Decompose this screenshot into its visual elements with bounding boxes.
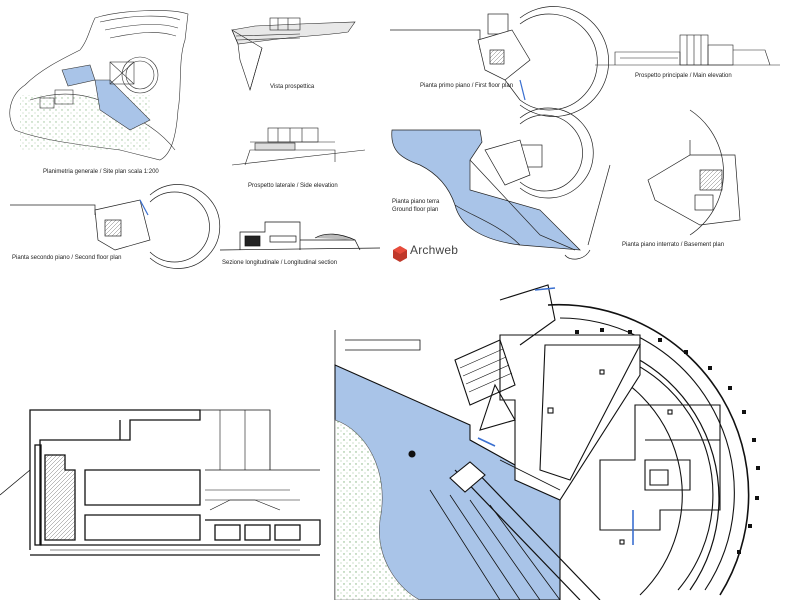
ground-floor-caption-en: Ground floor plan <box>392 207 439 213</box>
side-elevation-caption: Prospetto laterale / Side elevation <box>248 183 338 189</box>
archweb-logo-icon <box>393 246 407 262</box>
main-elevation-drawing <box>595 34 780 66</box>
ground-floor-caption-it: Pianta piano terra <box>392 199 440 205</box>
perspective-drawing <box>231 17 356 92</box>
logo-mark-spacer <box>393 243 407 257</box>
large-section-drawing <box>0 409 321 556</box>
first-floor-caption: Pianta primo piano / First floor plan <box>420 83 514 89</box>
second-floor-plan-drawing <box>10 184 221 269</box>
archweb-logo-text: Archweb <box>410 243 459 257</box>
perspective-caption: Vista prospettica <box>270 84 315 90</box>
site-plan-drawing <box>9 10 189 161</box>
side-elevation-drawing <box>231 127 366 166</box>
site-plan-caption: Planimetria generale / Site plan scala 1… <box>43 169 159 175</box>
first-floor-plan-drawing <box>390 6 610 117</box>
archweb-logo: Archweb <box>393 243 458 257</box>
large-plan-drawing <box>334 284 760 601</box>
small-section-drawing <box>219 221 381 251</box>
main-elevation-caption: Prospetto principale / Main elevation <box>635 73 732 79</box>
basement-plan-drawing <box>647 109 741 236</box>
second-floor-caption: Pianta secondo piano / Second floor plan <box>12 255 122 261</box>
section-caption: Sezione longitudinale / Longitudinal sec… <box>222 260 338 266</box>
ground-floor-plan-drawing <box>391 107 611 260</box>
basement-caption: Pianta piano interrato / Basement plan <box>622 242 725 248</box>
